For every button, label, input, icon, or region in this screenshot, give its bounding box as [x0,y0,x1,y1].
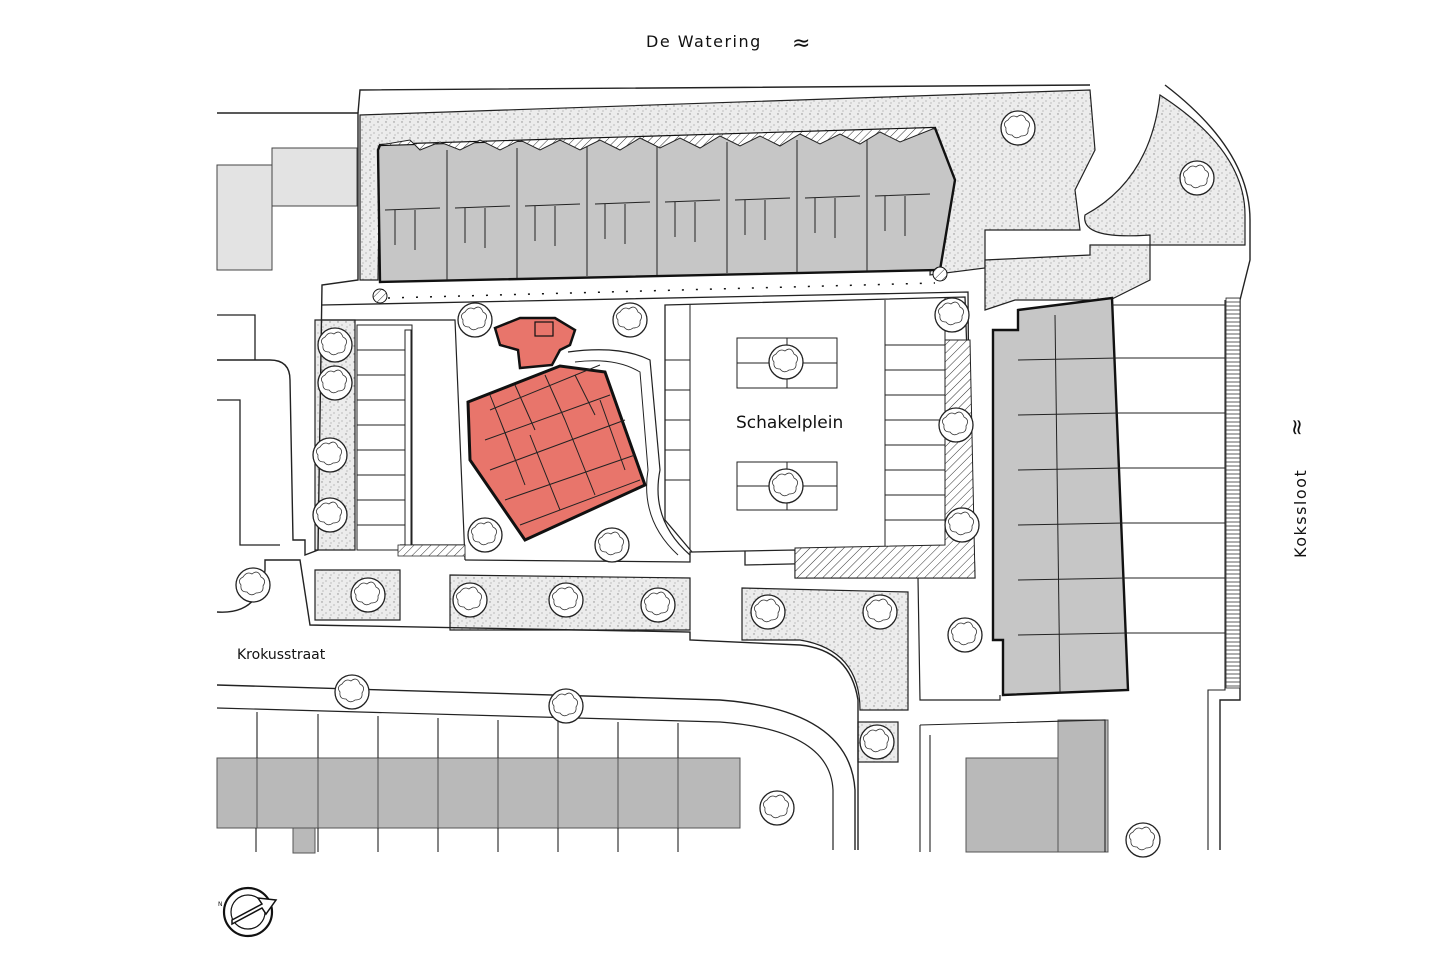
hatched-strip-west [397,544,466,557]
parking-west [356,324,413,551]
street-outline [217,112,359,557]
footpath-curve [567,349,691,556]
krokusstraat-edge-north [216,559,859,850]
water-wave-icon: ≈ [792,31,810,56]
highlighted-new-building [466,316,647,542]
east-boundary [1164,84,1251,850]
water-wave-icon: ≈ [1284,418,1309,436]
courtyard-lane [321,291,971,566]
existing-building [271,147,358,207]
street-label: Krokusstraat [237,647,326,663]
svg-text:N: N [218,901,223,908]
east-path [917,577,1001,701]
green-area-northeast [984,93,1246,311]
krokusstraat-edge-inner [216,707,834,850]
site-boundary [357,84,1091,114]
housing-row-north [372,126,957,304]
east-boundary-inner [1207,300,1226,850]
east-fence [1225,297,1241,689]
square-label: Schakelplein [736,413,843,433]
existing-building-outline [217,314,280,546]
schakelplein-square [664,296,976,579]
water-label-north: De Watering [646,32,762,51]
housing-row-east [991,296,1225,697]
existing-building [216,164,273,271]
krokusstraat-edge-south [216,684,856,850]
water-label-east: Kokssloot [1291,469,1310,558]
existing-buildings-south [216,712,1109,854]
north-arrow-icon: N [218,886,278,938]
